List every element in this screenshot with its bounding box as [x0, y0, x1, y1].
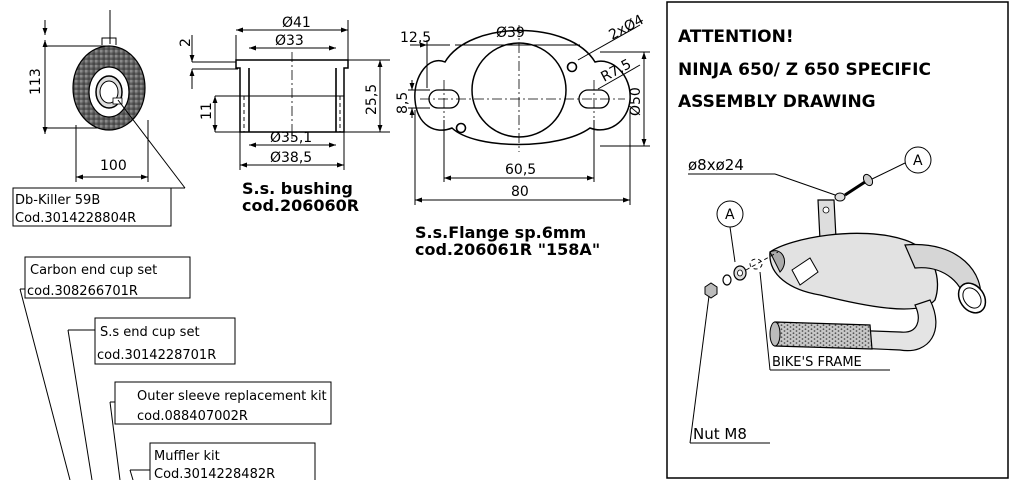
muffler-body — [769, 232, 939, 310]
marker-a-top — [904, 146, 932, 174]
flange-view: Ø39 12,5 2xØ4 R7,5 8,5 Ø50 60,5 80 S.s.F… — [395, 12, 650, 259]
marker-a-top-text: A — [913, 153, 923, 169]
bushing-h2: 2 — [178, 38, 194, 47]
flange-offset: 12,5 — [400, 30, 431, 46]
flange-slot-span: 60,5 — [505, 162, 536, 178]
dbkiller-width-label: 100 — [100, 158, 127, 174]
attention-line1: ATTENTION! — [678, 27, 794, 47]
attention-line3: ASSEMBLY DRAWING — [678, 92, 876, 112]
bushing-d385: Ø38,5 — [270, 150, 312, 166]
dbkiller-height-label: 113 — [28, 68, 44, 95]
flange-slot-h: 8,5 — [395, 92, 411, 114]
attention-panel: ATTENTION! NINJA 650/ Z 650 SPECIFIC ASS… — [666, 1, 1009, 479]
ss-endcup-name: S.s end cup set — [100, 325, 200, 340]
dbkiller-code: Cod.3014228804R — [15, 211, 136, 226]
bushing-code: cod.206060R — [242, 196, 359, 215]
flange-code: cod.206061R "158A" — [415, 240, 600, 259]
dbkiller-name: Db-Killer 59B — [15, 193, 100, 208]
flange-width: 80 — [511, 184, 529, 200]
bushing-view: Ø41 Ø33 2 11 25,5 Ø35,1 Ø38,5 S.s. bushi… — [178, 15, 390, 215]
bike-frame-label: BIKE'S FRAME — [772, 355, 862, 370]
flange-holes: 2xØ4 — [606, 12, 646, 44]
bushing-h255: 25,5 — [364, 84, 380, 115]
flange-title: S.s.Flange sp.6mm — [415, 223, 586, 242]
muffler-code: Cod.3014228482R — [154, 467, 275, 480]
dbkiller-view: 113 100 Db-Killer 59B Cod.3014228804R — [12, 10, 186, 227]
mesh-sleeve — [774, 321, 873, 350]
carbon-name: Carbon end cup set — [30, 263, 157, 278]
muffler-name: Muffler kit — [154, 449, 220, 464]
flange-height: Ø50 — [628, 87, 644, 116]
marker-a-side-text: A — [725, 207, 735, 223]
washer-label: ø8xø24 — [688, 156, 744, 174]
sleeve-code: cod.088407002R — [137, 409, 248, 424]
bushing-d33: Ø33 — [275, 33, 304, 49]
bushing-d351: Ø35,1 — [270, 130, 312, 146]
nut-label: Nut M8 — [693, 425, 747, 443]
sleeve-name: Outer sleeve replacement kit — [137, 389, 327, 404]
bushing-d41: Ø41 — [282, 15, 311, 31]
carbon-code: cod.308266701R — [27, 284, 138, 299]
bushing-title: S.s. bushing — [242, 179, 353, 198]
flange-d39: Ø39 — [496, 25, 525, 41]
part-callouts: Carbon end cup set cod.308266701R S.s en… — [19, 256, 332, 480]
bushing-h11: 11 — [199, 102, 215, 120]
ss-endcup-code: cod.3014228701R — [97, 348, 216, 363]
attention-line2: NINJA 650/ Z 650 SPECIFIC — [678, 60, 931, 80]
